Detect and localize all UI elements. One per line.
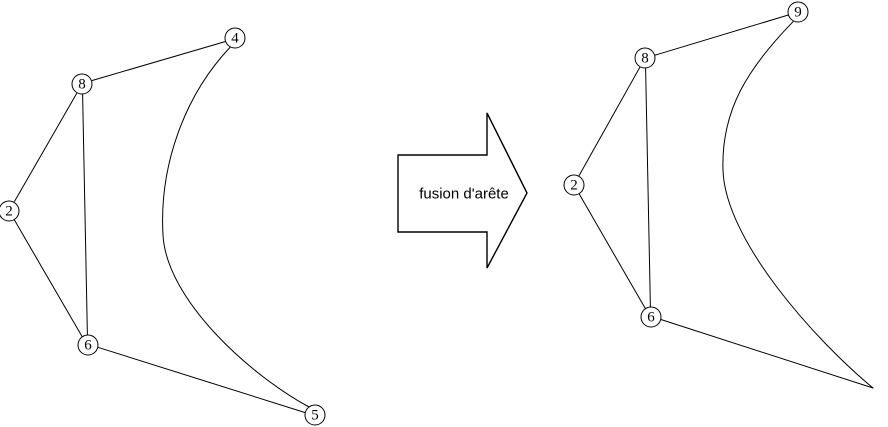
node-5-circle: [304, 404, 326, 426]
fusion-arrow: fusion d'arête: [397, 112, 528, 269]
edge-8-2: [14, 92, 78, 202]
left-graph-edges: [13, 41, 310, 414]
node-6-right-circle: [640, 306, 662, 328]
node-4[interactable]: 4: [224, 27, 246, 49]
node-5[interactable]: 5: [304, 404, 326, 426]
edge-4-5-curved: [162, 46, 310, 408]
node-8-label: 8: [78, 77, 86, 93]
arrow-label: fusion d'arête: [419, 186, 509, 203]
edge-8-9: [654, 14, 789, 56]
node-6-right-label: 6: [647, 310, 655, 326]
node-8[interactable]: 8: [71, 73, 93, 95]
edge-8-6: [82, 93, 88, 336]
node-9-label: 9: [794, 5, 802, 21]
node-2-right-circle: [563, 174, 585, 196]
edge-6-5: [97, 346, 306, 414]
edge-2-6: [13, 218, 83, 338]
node-6-label: 6: [84, 338, 92, 354]
left-graph-nodes: 4 8 2 6 5: [0, 27, 326, 426]
edge-9-hidden-curved: [722, 20, 874, 389]
node-8-right-circle: [634, 47, 656, 69]
node-2-right[interactable]: 2: [563, 174, 585, 196]
node-6-right[interactable]: 6: [640, 306, 662, 328]
left-graph: 4 8 2 6 5: [0, 27, 326, 426]
right-graph-edges: [578, 14, 874, 389]
node-2[interactable]: 2: [0, 200, 20, 222]
edge-2-6-right: [578, 192, 646, 310]
node-9-circle: [787, 1, 809, 23]
right-graph: 9 8 2 6: [563, 1, 874, 389]
node-5-label: 5: [311, 408, 319, 424]
node-4-circle: [224, 27, 246, 49]
node-2-circle: [0, 200, 20, 222]
arrow-right-icon: [397, 112, 528, 269]
node-2-label: 2: [5, 204, 13, 220]
edge-6-hidden: [660, 319, 874, 389]
edge-8-6-right: [645, 67, 651, 308]
node-4-label: 4: [231, 31, 239, 47]
node-2-right-label: 2: [570, 178, 578, 194]
node-6[interactable]: 6: [77, 334, 99, 356]
node-8-right-label: 8: [641, 51, 649, 67]
node-9[interactable]: 9: [787, 1, 809, 23]
node-8-circle: [71, 73, 93, 95]
edge-8-4: [91, 41, 226, 81]
right-graph-nodes: 9 8 2 6: [563, 1, 809, 328]
node-6-circle: [77, 334, 99, 356]
node-8-right[interactable]: 8: [634, 47, 656, 69]
edge-8-2-right: [578, 66, 641, 176]
